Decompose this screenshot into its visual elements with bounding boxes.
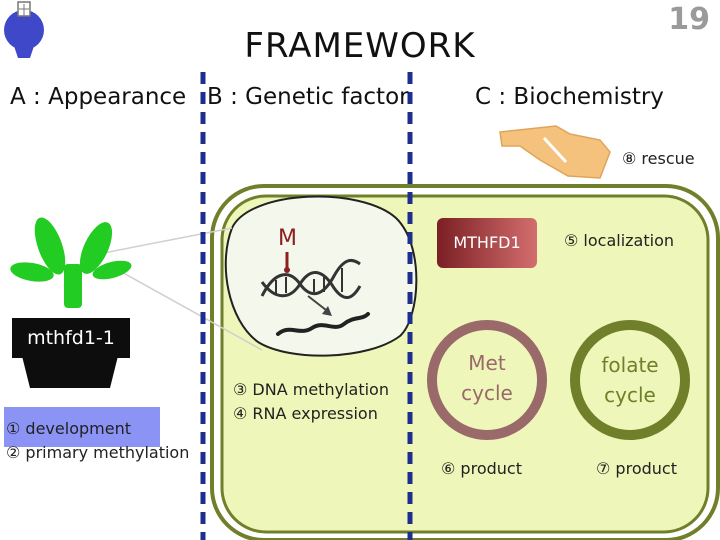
header-genetic-factor: B : Genetic factor xyxy=(207,84,409,110)
methyl-mark: M xyxy=(278,226,297,251)
label-rna-expression: ④ RNA expression xyxy=(233,404,378,423)
transcription-arrowhead xyxy=(322,306,332,316)
folate-cycle-line1: folate xyxy=(601,353,659,377)
label-development: ① development xyxy=(6,419,131,438)
met-cycle-ring xyxy=(427,320,547,440)
light-bulb-icon xyxy=(4,1,44,58)
label-product-met: ⑥ product xyxy=(441,459,522,478)
page-number: 19 xyxy=(668,2,710,37)
dna-helix-icon xyxy=(260,258,362,299)
transcription-arrow xyxy=(307,295,327,311)
folate-cycle-line2: cycle xyxy=(604,383,656,407)
slide-title: FRAMEWORK xyxy=(244,26,476,66)
mutant-label: mthfd1-1 xyxy=(12,318,130,358)
met-cycle-line2: cycle xyxy=(461,381,513,405)
header-biochemistry: C : Biochemistry xyxy=(475,84,664,110)
label-dna-methylation: ③ DNA methylation xyxy=(233,380,389,399)
enzyme-box: MTHFD1 xyxy=(437,218,537,268)
label-localization: ⑤ localization xyxy=(564,231,675,250)
highlight-box xyxy=(4,407,160,447)
zoom-line-bottom xyxy=(117,269,263,351)
label-product-folate: ⑦ product xyxy=(596,459,677,478)
pot-icon xyxy=(22,356,118,388)
rna-strand-icon xyxy=(276,312,370,336)
zoom-line-top xyxy=(87,227,233,257)
nucleus xyxy=(224,195,418,357)
label-rescue: ⑧ rescue xyxy=(622,149,695,168)
plant-icon xyxy=(10,217,132,308)
label-primary-methylation: ② primary methylation xyxy=(6,443,190,462)
folate-cycle-label: folate cycle xyxy=(580,350,680,410)
methyl-pin-head xyxy=(284,267,290,273)
header-appearance: A : Appearance xyxy=(10,84,187,110)
met-cycle-label: Met cycle xyxy=(437,348,537,408)
folate-cycle-ring xyxy=(570,320,690,440)
met-cycle-line1: Met xyxy=(468,351,506,375)
rescue-hand-icon xyxy=(499,125,611,179)
